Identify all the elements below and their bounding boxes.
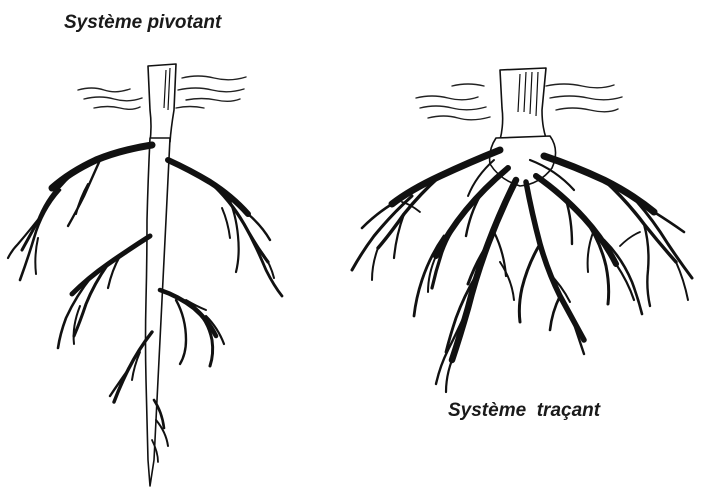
spreading-root-system-drawing — [352, 68, 692, 392]
main-taproot — [146, 138, 171, 486]
spreading-root-trunk — [500, 68, 546, 140]
taproot-system-drawing — [8, 64, 282, 486]
taproot-trunk — [148, 64, 176, 142]
taproot-system-label: Système pivotant — [64, 12, 221, 34]
spreading-root-system-label: Système traçant — [448, 400, 600, 422]
